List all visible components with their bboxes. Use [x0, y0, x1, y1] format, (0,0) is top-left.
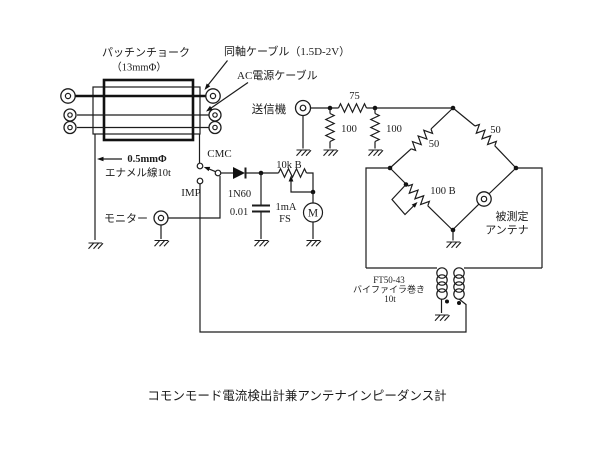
pot-100b-label: 100 B [430, 186, 455, 197]
resistor-50l-label: 50 [429, 139, 440, 150]
resistor-100-a [325, 112, 335, 143]
transformer-winding-label: バイファイラ巻き [353, 284, 425, 295]
transformer-primary-coil [436, 267, 448, 300]
diode-1n60 [233, 167, 245, 179]
ac-leader-arrowhead [206, 105, 213, 112]
coax-leader-line [206, 60, 228, 88]
ac-leader-line [208, 82, 249, 110]
choke-winding-former [92, 86, 201, 135]
polarity-dot [457, 301, 461, 305]
pot-10k-wiper-arrowhead [288, 175, 294, 182]
meter-range-label: 1mA [276, 202, 297, 213]
resistor-100-b [370, 112, 380, 143]
ac-cable-label: AC電源ケーブル [237, 68, 318, 82]
choke-core [102, 78, 195, 142]
attenuator-circuit: 送信機 75 100 100 [252, 91, 453, 157]
ground-symbol [445, 241, 462, 249]
monitor-label: モニター [104, 212, 148, 225]
pot-100b-wiper-arrowhead [411, 202, 418, 208]
resistor-100b-label: 100 [386, 124, 402, 135]
monitor-wire [168, 176, 221, 219]
transformer-secondary-coil [453, 267, 465, 300]
switch-contact-cmc [196, 162, 204, 170]
switch-common [214, 169, 222, 177]
choke-label-line1: パッチンチョーク [102, 46, 190, 59]
pot-10k-label: 10k B [276, 160, 301, 171]
winding-leader-arrowhead [97, 156, 104, 162]
pot-10k-wiper [290, 181, 313, 193]
switch-contact-imp [196, 177, 204, 185]
pot-100b-wiper [391, 184, 415, 216]
resistor-75-label: 75 [349, 91, 360, 102]
capacitor [252, 204, 270, 213]
pot-100b-element [404, 182, 432, 210]
choke-label-line2: （13mmΦ） [111, 62, 167, 74]
polarity-dot [445, 299, 449, 304]
winding-turns-label: エナメル線10t [105, 166, 171, 179]
resistor-50r-label: 50 [490, 125, 501, 136]
cmc-label: CMC [207, 148, 231, 160]
ground-symbol [434, 314, 451, 322]
detector-circuit: 1N60 0.01 10k B M 1mA FS [221, 160, 324, 247]
bridge-left-wire [365, 167, 390, 268]
winding-wire-label: 0.5mmΦ [127, 154, 167, 165]
balun-transformer: FT50-43 バイファイラ巻き 10t [353, 267, 542, 322]
coax-leader-arrowhead [204, 83, 211, 90]
imp-wire [199, 184, 467, 333]
ground-symbol [295, 149, 312, 157]
meter-fs-label: FS [279, 214, 291, 225]
coax-cable-label: 同軸ケーブル（1.5D-2V） [224, 44, 350, 58]
transformer-turns-label: 10t [384, 294, 396, 304]
ground-symbol [87, 242, 104, 250]
meter-letter: M [308, 208, 318, 220]
choke-assembly: パッチンチョーク （13mmΦ） 同軸ケーブル（1.5D-2V） AC電源ケーブ… [60, 44, 350, 250]
capacitor-label: 0.01 [230, 207, 248, 218]
transformer-core-label: FT50-43 [373, 275, 405, 285]
bridge-right-wire [516, 167, 543, 268]
cable-connectors [60, 88, 222, 135]
ground-symbol [153, 239, 170, 247]
resistor-75 [337, 103, 368, 113]
monitor-jack: モニター [104, 176, 221, 247]
diagram-caption: コモンモード電流検出計兼アンテナインピーダンス計 [147, 388, 446, 403]
meter-body [302, 202, 324, 223]
imp-label: IMP [181, 187, 201, 199]
diode-label: 1N60 [228, 189, 251, 200]
bridge-circuit: 50 50 100 B 被測定 アンテナ [365, 105, 543, 268]
antenna-label-line1: 被測定 [496, 209, 529, 223]
ground-symbol [367, 149, 384, 157]
switch-arm-arrowhead [203, 166, 211, 172]
transmitter-label: 送信機 [252, 102, 287, 116]
ground-symbol [305, 239, 322, 247]
cmc-imp-switch: CMC IMP [181, 148, 467, 333]
resistor-100a-label: 100 [341, 124, 357, 135]
ground-symbol [253, 239, 270, 247]
ground-symbol [322, 149, 339, 157]
antenna-label-line2: アンテナ [485, 224, 529, 237]
